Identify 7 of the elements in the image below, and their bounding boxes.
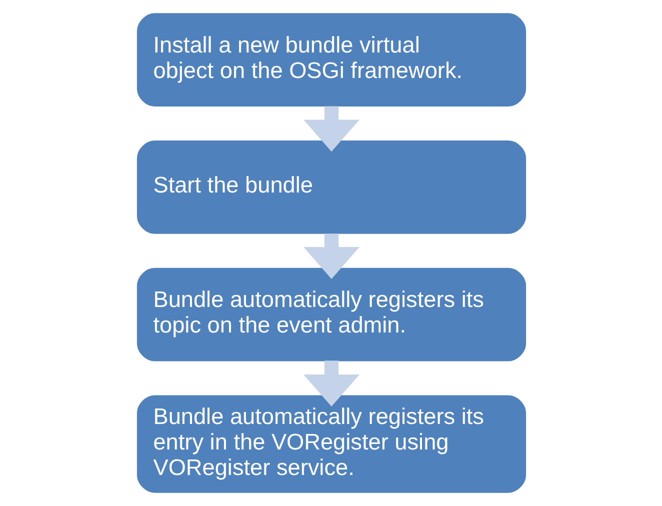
node-box: Install a new bundle virtual object on the OSGi framework. xyxy=(136,13,526,107)
arrow xyxy=(303,106,359,152)
node-box: Start the bundle xyxy=(136,140,526,234)
node-box: Bundle automatically registers its entry in the VORegister using VORegister service. xyxy=(136,395,526,493)
arrow xyxy=(303,360,359,407)
node-box: Bundle automatically registers its topic on the event admin. xyxy=(136,268,526,362)
arrow xyxy=(303,234,359,279)
